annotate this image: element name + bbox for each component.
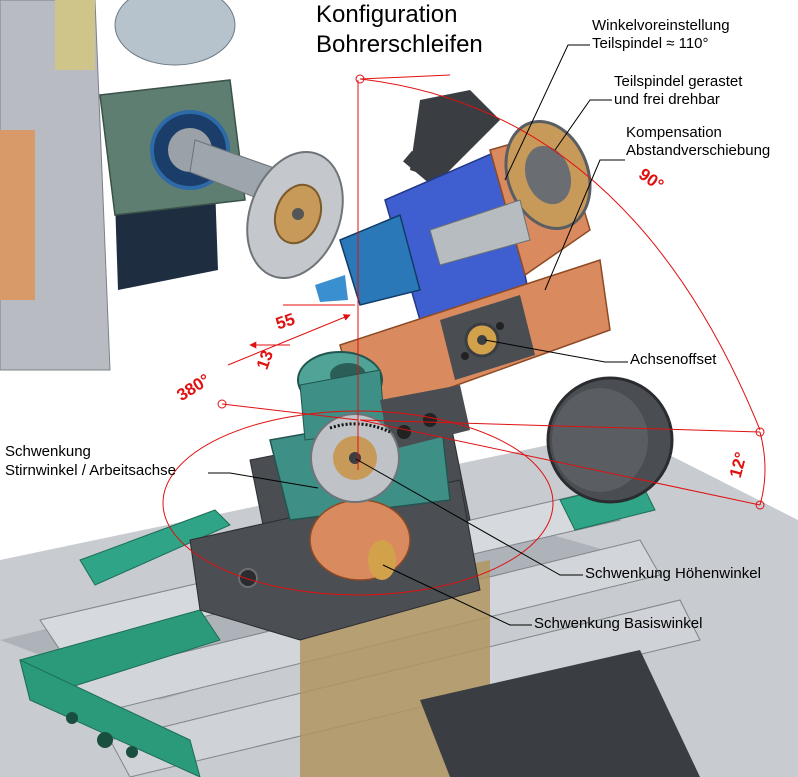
leader-winkelvoreinstellung bbox=[504, 44, 590, 181]
label-schwenkung: Schwenkung bbox=[5, 443, 91, 460]
label-schwenkung-basiswinkel: Schwenkung Basiswinkel bbox=[534, 615, 703, 632]
leader-lines bbox=[208, 44, 628, 626]
label-winkelvoreinstellung: Winkelvoreinstellung bbox=[592, 17, 730, 34]
dim-55-line bbox=[227, 314, 351, 366]
left-column bbox=[0, 0, 281, 371]
label-stirnwinkel-arbeitsachse: Stirnwinkel / Arbeitsachse bbox=[5, 462, 176, 479]
grinding-disc bbox=[246, 151, 344, 279]
label-frei-drehbar: und frei drehbar bbox=[614, 91, 720, 108]
leader-kompensation bbox=[544, 159, 625, 291]
hand-wheel-knob bbox=[546, 376, 674, 504]
spindle-head bbox=[315, 90, 592, 321]
leader-teilspindel bbox=[554, 99, 612, 151]
leader-achsenoffset bbox=[484, 339, 628, 363]
base-ellipse bbox=[162, 410, 554, 596]
copper-slide bbox=[339, 259, 611, 421]
leader-hoehenwinkel bbox=[355, 458, 583, 576]
swivel-assembly bbox=[189, 351, 481, 641]
annotation-overlay bbox=[162, 74, 766, 596]
label-kompensation: Kompensation bbox=[626, 124, 722, 141]
label-abstandverschiebung: Abstandverschiebung bbox=[626, 142, 771, 159]
label-schwenkung-hoehenwinkel: Schwenkung Höhenwinkel bbox=[585, 565, 761, 582]
label-achsenoffset: Achsenoffset bbox=[630, 351, 717, 368]
arc-90 bbox=[359, 78, 761, 431]
title-line-2: Bohrerschleifen bbox=[316, 31, 483, 58]
title-line-1: Konfiguration bbox=[316, 1, 458, 28]
arc-12 bbox=[759, 431, 766, 506]
leader-basiswinkel bbox=[382, 564, 532, 626]
leader-stirnwinkel bbox=[208, 472, 319, 489]
label-teilspindel-gerastet: Teilspindel gerastet bbox=[614, 73, 743, 90]
horizontal-axis-line bbox=[359, 419, 761, 433]
label-teilspindel-110: Teilspindel ≈ 110° bbox=[592, 35, 709, 52]
